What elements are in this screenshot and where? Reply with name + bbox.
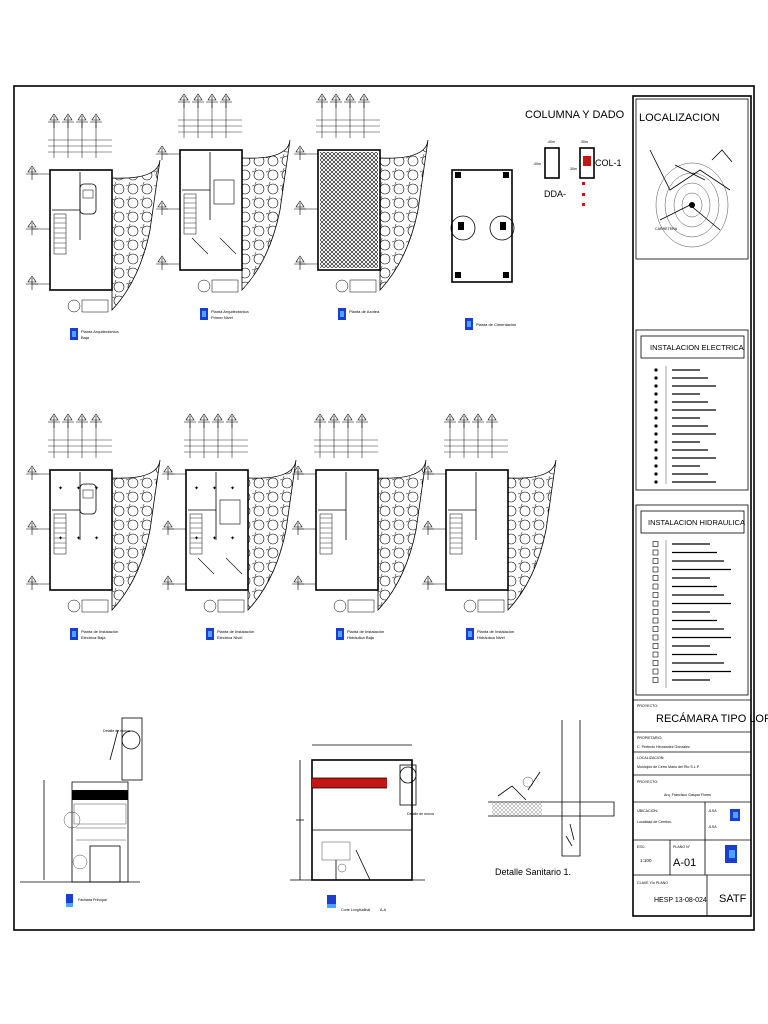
- plan-label: Planta Arquitectónica: [81, 329, 119, 334]
- plan-label: Planta de Instalación: [477, 629, 514, 634]
- plan-sublabel: Hidráulica Nivel: [477, 635, 505, 640]
- sheet-border: [13, 85, 755, 931]
- column-detail: COLUMNA Y DADO .40m .40m DDA- .30m .30m …: [525, 109, 625, 206]
- svg-text:ESC:: ESC:: [637, 845, 645, 849]
- svg-text:Detalle de muros: Detalle de muros: [103, 729, 130, 733]
- svg-text:PLANO N°: PLANO N°: [673, 845, 691, 849]
- title-block: LOCALIZACION CARRETERA INSTALACION ELECT…: [632, 95, 768, 917]
- svg-text:✦: ✦: [58, 485, 63, 492]
- svg-text:.30m: .30m: [569, 167, 577, 171]
- svg-text:✦: ✦: [194, 535, 199, 542]
- svg-text:JLSA: JLSA: [708, 809, 717, 813]
- instalacion-electrica-heading: INSTALACION ELECTRICA: [650, 343, 744, 352]
- detalle-sanitario: Detalle Sanitario 1.: [488, 720, 615, 877]
- svg-text:✦: ✦: [76, 535, 81, 542]
- plan-number: A-01: [673, 857, 696, 869]
- svg-text:UBICACION:: UBICACION:: [637, 809, 658, 813]
- svg-text:✦: ✦: [58, 535, 63, 542]
- svg-text:✦: ✦: [212, 485, 217, 492]
- svg-text:✦: ✦: [194, 485, 199, 492]
- plan-label: Planta de Instalación: [81, 629, 118, 634]
- svg-text:✦: ✦: [230, 485, 235, 492]
- architect-name: Arq. Francisco Gaspar Flores: [664, 793, 711, 797]
- scale-value: 1:100: [640, 858, 652, 863]
- electric-legend: [654, 366, 716, 484]
- svg-text:.40m: .40m: [533, 162, 541, 166]
- svg-text:✦: ✦: [212, 535, 217, 542]
- plan-label: Planta de Instalación: [217, 629, 254, 634]
- owner-name: C. Perfecto Hernandez Gonzalez: [637, 745, 690, 749]
- detalle-sanitario-label: Detalle Sanitario 1.: [495, 867, 571, 877]
- hydraulic-legend: [652, 540, 731, 688]
- col-label: COL-1: [595, 158, 622, 168]
- foundation-plan: [450, 169, 515, 283]
- project-name: RECÁMARA TIPO LOFT.: [656, 712, 768, 725]
- svg-text:.40m: .40m: [547, 140, 555, 144]
- floor-plan: Planta de Azotea: [293, 93, 429, 320]
- svg-text:PROYECTO:: PROYECTO:: [637, 780, 658, 784]
- plan-label: Planta Arquitectónica: [211, 309, 249, 314]
- plan-label: Planta de Azotea: [349, 309, 380, 314]
- plan-sublabel: Eléctrica Baja: [81, 635, 106, 640]
- svg-text:CARRETERA: CARRETERA: [655, 227, 678, 231]
- location-map: CARRETERA: [649, 149, 733, 248]
- plan-label: Planta de Instalación: [347, 629, 384, 634]
- column-detail-title: COLUMNA Y DADO: [525, 109, 625, 121]
- localizacion-heading: LOCALIZACION: [639, 112, 720, 124]
- corte-longitudinal: Detalle de muros Corte Longitudinal A-A: [290, 744, 434, 912]
- plan-sublabel: Hidráulica Baja: [347, 635, 375, 640]
- svg-text:CLAVE Y/o PLANO: CLAVE Y/o PLANO: [637, 881, 668, 885]
- svg-text:✦: ✦: [76, 485, 81, 492]
- svg-text:PROPIETARIO:: PROPIETARIO:: [637, 736, 662, 740]
- fachada-label: Fachada Principal: [78, 898, 107, 902]
- fachada-principal: Detalle de muros Fachada Principal: [20, 717, 143, 907]
- svg-text:✦: ✦: [94, 535, 99, 542]
- svg-text:✦: ✦: [94, 485, 99, 492]
- sheet-date: HESP 13-08-024: [654, 897, 707, 904]
- plan-sublabel: Baja: [81, 335, 90, 340]
- plan-sublabel: Primer Nivel: [211, 315, 233, 320]
- ubicacion-text: Localidad de Cerritos.: [637, 820, 672, 824]
- dado-label: DDA-: [544, 189, 566, 199]
- svg-text:JLSA: JLSA: [708, 825, 717, 829]
- plan-sublabel: Eléctrica Nivel: [217, 635, 242, 640]
- location-text: Municipio de Cerro Mario del Rio S.L.P.: [637, 765, 700, 769]
- small-blue-logo: JLSA JLSA: [708, 809, 740, 829]
- svg-text:Detalle de muros: Detalle de muros: [407, 812, 434, 816]
- svg-text:LOCALIZACION:: LOCALIZACION:: [637, 756, 664, 760]
- svg-text:PROYECTO:: PROYECTO:: [637, 704, 658, 708]
- instalacion-hidraulica-heading: INSTALACION HIDRAULICA: [648, 518, 745, 527]
- svg-text:.30m: .30m: [580, 140, 588, 144]
- signature: SATF: [719, 893, 747, 905]
- svg-text:✦: ✦: [230, 535, 235, 542]
- svg-text:A-A: A-A: [380, 908, 387, 912]
- corte-label: Corte Longitudinal: [341, 908, 370, 912]
- plan-label: Planta de Cimentación: [476, 322, 516, 327]
